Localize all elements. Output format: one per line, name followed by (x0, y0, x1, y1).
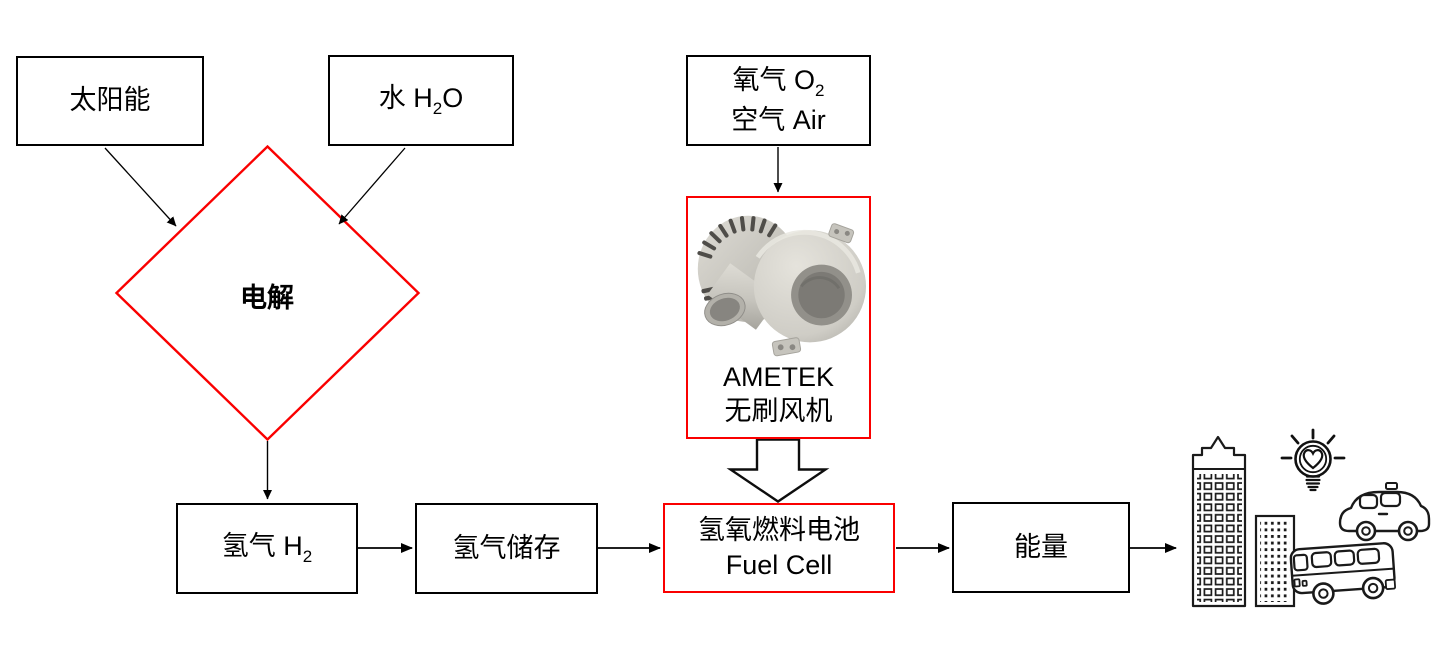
bus-icon (1289, 542, 1397, 605)
block-arrow-down-icon (726, 438, 830, 503)
energy-label: 能量 (1014, 531, 1068, 562)
fuelcell-line1: 氢氧燃料电池 (698, 514, 860, 545)
node-fuel-cell: 氢氧燃料电池 Fuel Cell (663, 503, 895, 593)
electrolysis-label: 电解 (240, 283, 294, 313)
storage-label: 氢气储存 (452, 532, 561, 563)
building-tall-icon (1191, 435, 1247, 608)
solar-label: 太阳能 (69, 85, 151, 116)
node-solar: 太阳能 (16, 56, 204, 146)
oxygen-line1: 氧气 O2 (732, 65, 825, 101)
building-dotted-icon (1254, 514, 1296, 608)
lightbulb-heart-icon (1280, 428, 1346, 492)
blower-caption-line2: 无刷风机 (724, 395, 833, 426)
node-blower: AMETEK 无刷风机 (686, 196, 871, 439)
arrow-water-to-electrolysis (338, 147, 406, 225)
blower-photo-icon (696, 215, 866, 357)
water-label: 水 H2O (378, 82, 464, 118)
hydrogen-label: 氢气 H2 (221, 530, 313, 566)
node-energy: 能量 (952, 502, 1130, 593)
car-icon (1338, 482, 1431, 542)
node-hydrogen-storage: 氢气储存 (415, 503, 598, 594)
city-illustration (1191, 428, 1431, 608)
oxygen-line2: 空气 Air (731, 104, 826, 135)
arrow-solar-to-electrolysis (104, 147, 177, 227)
node-hydrogen: 氢气 H2 (176, 503, 358, 594)
fuelcell-line2: Fuel Cell (725, 550, 833, 580)
blower-caption-line1: AMETEK (722, 362, 835, 392)
node-water: 水 H2O (328, 55, 514, 146)
node-oxygen: 氧气 O2 空气 Air (686, 55, 871, 146)
